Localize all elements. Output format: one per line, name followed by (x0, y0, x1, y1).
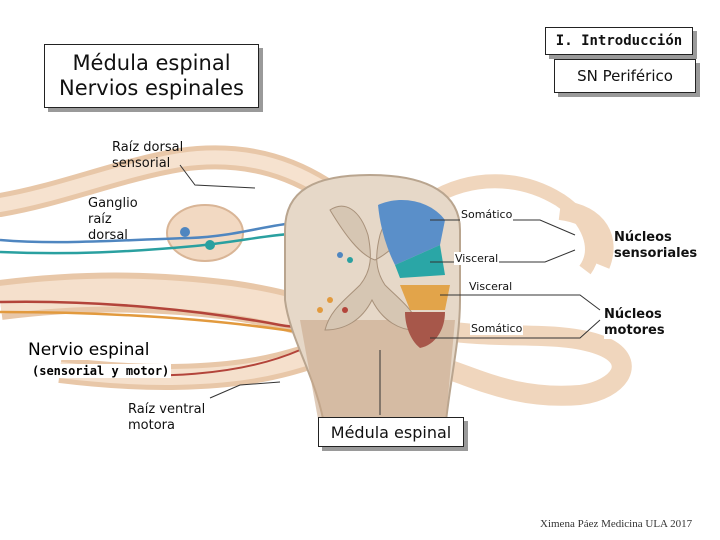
somatic-motor-nucleus (405, 312, 445, 348)
visceral-sensory-nucleus (395, 245, 445, 278)
cord-neuron-2 (347, 257, 353, 263)
dorsal-rootlets-right (426, 174, 599, 275)
label-sensory-nuclei-line1: Núcleos (614, 230, 672, 245)
cord-neuron-1 (337, 252, 343, 258)
label-dorsal-root-line1: Raíz dorsal (112, 140, 184, 155)
label-sensory-nuclei: Núcleos sensoriales (614, 230, 698, 262)
label-ventral-root: Raíz ventral motora (128, 402, 205, 434)
label-dorsal-root: Raíz dorsal sensorial (112, 140, 183, 172)
label-motor-nuclei-line1: Núcleos (604, 307, 662, 322)
label-visceral-sensory: Visceral (454, 252, 500, 265)
label-ganglion-line2: raíz (88, 212, 112, 227)
cord-neuron-5 (317, 307, 323, 313)
label-somatic-motor: Somático (470, 322, 524, 335)
visceral-motor-nucleus (400, 285, 450, 310)
leader-dorsal-root (179, 164, 256, 189)
label-spinal-cord: Médula espinal (318, 417, 464, 447)
label-motor-nuclei: Núcleos motores (604, 307, 665, 339)
label-ventral-root-line1: Raíz ventral (128, 402, 206, 417)
credit-text: Ximena Páez Medicina ULA 2017 (540, 518, 693, 530)
title-box: Médula espinal Nervios espinales (44, 44, 259, 108)
label-ventral-root-line2: motora (128, 418, 175, 433)
somatic-sensory-fiber (0, 221, 331, 244)
label-sensory-nuclei-line2: sensoriales (614, 246, 698, 261)
label-ganglion-line1: Ganglio (88, 196, 138, 211)
leader-visceral-motor (440, 294, 601, 311)
right-dorsal-loop (558, 200, 614, 269)
label-dorsal-root-line2: sensorial (112, 156, 171, 171)
label-visceral-motor: Visceral (468, 280, 514, 293)
label-ganglion-line3: dorsal (88, 228, 128, 243)
label-spinal-nerve-sub: (sensorial y motor) (30, 364, 172, 378)
intro-badge: I. Introducción (545, 27, 693, 55)
title-line-2: Nervios espinales (59, 76, 244, 100)
leader-somatic-motor (430, 319, 601, 339)
right-ventral-loop (438, 320, 632, 406)
spinal-cord-lower (300, 320, 455, 430)
leader-ventral-root (209, 381, 281, 399)
dorsal-root-sheath-inner (0, 150, 347, 212)
label-somatic-sensory: Somático (460, 208, 514, 221)
somatic-sensory-nucleus (378, 200, 445, 265)
label-spinal-nerve: Nervio espinal (26, 340, 152, 360)
label-ganglion: Ganglio raíz dorsal (88, 196, 138, 244)
ganglion-cell-2 (205, 240, 215, 250)
cord-neuron-4 (342, 307, 348, 313)
label-motor-nuclei-line2: motores (604, 323, 665, 338)
section-badge: SN Periférico (554, 59, 696, 93)
ganglion-cell-1 (180, 227, 190, 237)
title-line-1: Médula espinal (72, 51, 231, 75)
cord-neuron-3 (327, 297, 333, 303)
